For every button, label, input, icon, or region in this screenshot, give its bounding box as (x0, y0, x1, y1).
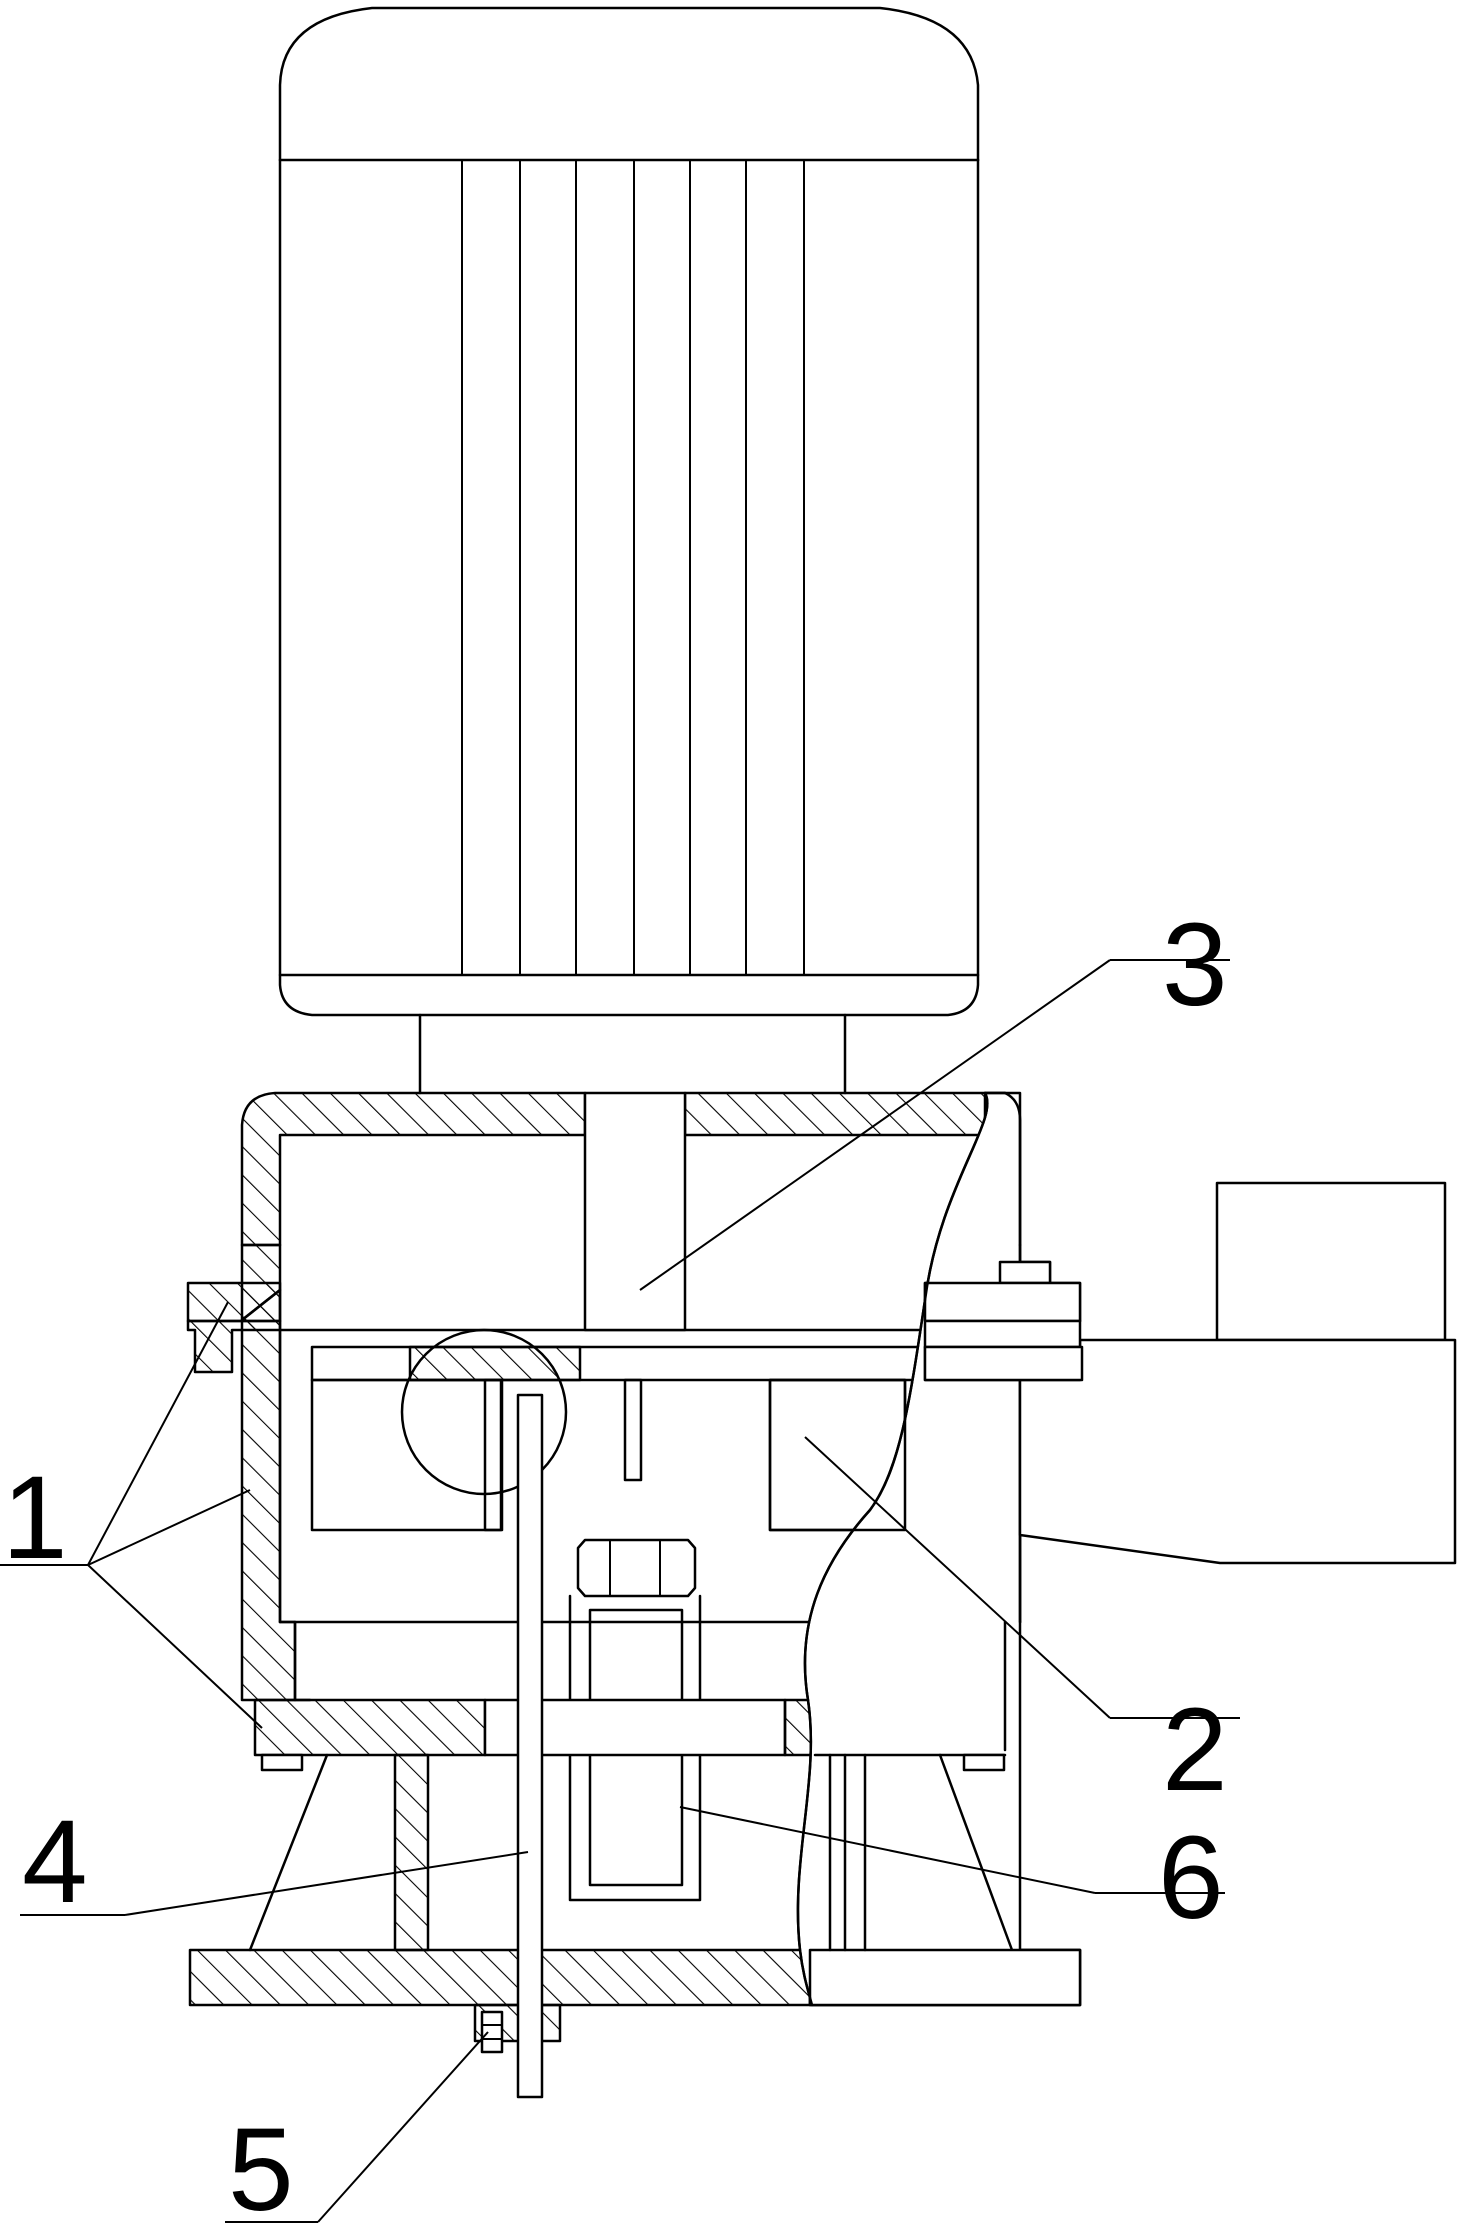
label-part-2: 2 (1162, 1684, 1228, 1816)
leader-3 (639, 959, 1111, 1291)
gear-plate-section (408, 1345, 582, 1382)
leader-1a (87, 1301, 229, 1566)
side-unit (923, 1181, 1457, 1565)
motor-mount-neck (418, 1013, 847, 1095)
drive-shaft (583, 1091, 687, 1332)
label-part-3: 3 (1162, 899, 1228, 1031)
label-part-1: 1 (2, 1452, 68, 1584)
side-top-box (1215, 1181, 1447, 1342)
vertical-rod (516, 1393, 544, 2099)
leader-2 (804, 1436, 1111, 1719)
leader-1c (87, 1564, 263, 1729)
left-gear-box (310, 1378, 504, 1532)
upper-housing (186, 1091, 1082, 1374)
leader-4 (124, 1851, 529, 1916)
support-column (393, 1753, 430, 1952)
bottom-nut (480, 2010, 504, 2054)
motor-body (278, 158, 980, 1017)
hex-nut (576, 1538, 697, 1598)
leader-6 (679, 1806, 1096, 1894)
base-plate-left (253, 1698, 487, 1757)
foot-plate-hatched (188, 1948, 812, 2007)
leader-5 (317, 2031, 489, 2223)
bolt-left (260, 1753, 304, 1772)
side-housing (1018, 1338, 1457, 1565)
motor-cooling-fins (461, 160, 805, 975)
leader-1b (87, 1489, 251, 1566)
label-part-6: 6 (1158, 1812, 1224, 1944)
part-labels: 1 2 3 4 5 6 (2, 899, 1228, 2231)
housing-top-wall (240, 1091, 587, 1247)
label-part-5: 5 (228, 2104, 294, 2231)
leader-lines (0, 959, 1240, 2223)
label-part-4: 4 (22, 1796, 88, 1928)
detail-circle (400, 1328, 568, 1496)
motor (278, 6, 980, 1095)
motor-top-cap (278, 6, 980, 162)
gear-assembly (310, 1328, 1084, 1902)
lower-left-wall (240, 1288, 297, 1702)
